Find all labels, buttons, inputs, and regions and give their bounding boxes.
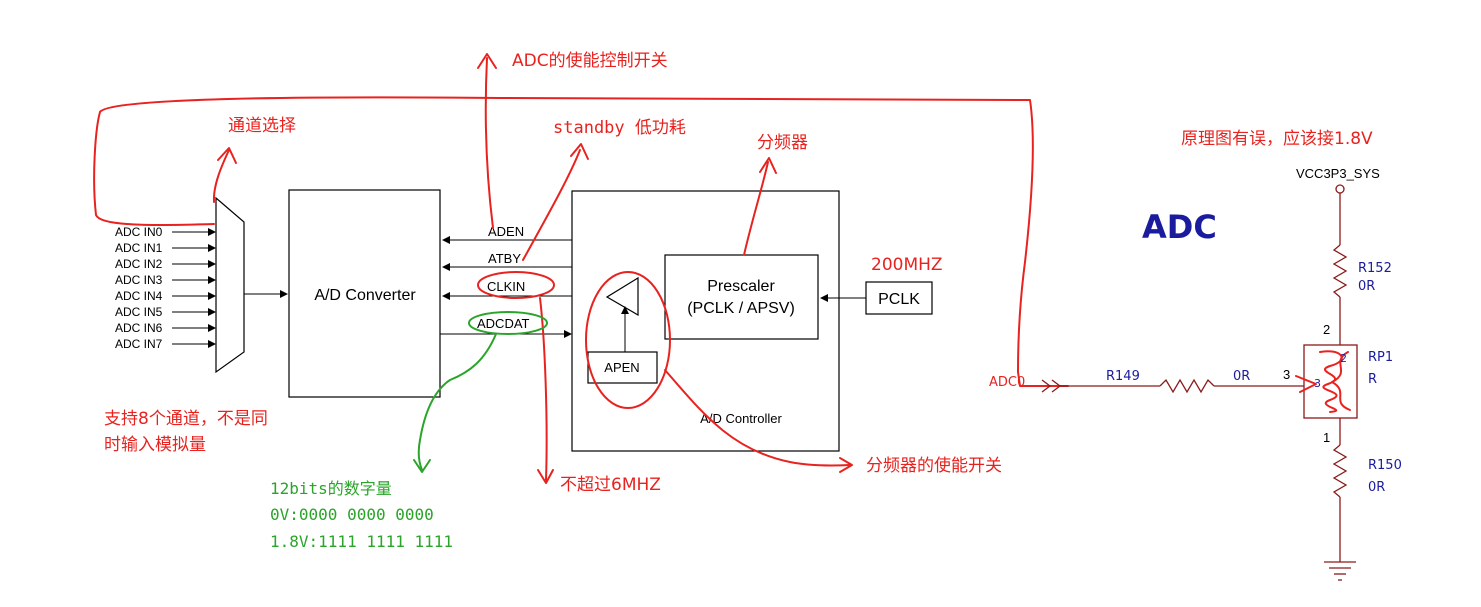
rp1-label: RP1 xyxy=(1368,350,1393,365)
r152-value: 0R xyxy=(1358,279,1375,294)
adc-input-list: ADC IN0 ADC IN1 ADC IN2 ADC IN3 ADC IN4 … xyxy=(115,225,216,351)
adc-input-label: ADC IN4 xyxy=(115,289,163,303)
prescaler-block xyxy=(664,254,819,340)
digital-output-title: 12bits的数字量 xyxy=(270,479,392,498)
r150-value: 0R xyxy=(1368,480,1385,495)
channels-note-line1: 支持8个通道，不是同 xyxy=(104,409,268,429)
multiplexer-shape xyxy=(215,196,245,374)
r150-label: R150 xyxy=(1368,458,1402,473)
prescaler-label: Prescaler xyxy=(707,278,775,295)
max-frequency-note: 不超过6MHZ xyxy=(560,475,661,495)
green-annotation-strokes xyxy=(413,311,548,473)
adc-input-label: ADC IN6 xyxy=(115,321,163,335)
pclk-block xyxy=(865,281,933,315)
r149-value: 0R xyxy=(1233,369,1250,384)
rp1-value: R xyxy=(1368,372,1377,387)
adcdat-signal-label: ADCDAT xyxy=(477,316,530,331)
r149-label: R149 xyxy=(1106,369,1140,384)
adc-input-label: ADC IN3 xyxy=(115,273,163,287)
adc0-net-label: ADC0 xyxy=(989,375,1025,390)
schematic-error-note: 原理图有误，应该接1.8V xyxy=(1181,129,1373,149)
prescaler-sublabel: (PCLK / APSV) xyxy=(687,300,795,317)
schematic-wires xyxy=(1041,184,1358,581)
ad-controller-label: A/D Controller xyxy=(700,411,782,426)
frequency-note: 200MHZ xyxy=(871,255,943,275)
schematic-title: ADC xyxy=(1142,208,1217,246)
aden-signal-label: ADEN xyxy=(488,224,524,239)
divider-enable-note: 分频器的使能开关 xyxy=(866,455,1002,476)
standby-note: standby 低功耗 xyxy=(553,118,686,138)
potentiometer-scribble xyxy=(1295,350,1351,413)
rp1-pin3-inner: 3 xyxy=(1314,377,1321,390)
ad-converter-label: A/D Converter xyxy=(314,287,416,304)
vcc-label: VCC3P3_SYS xyxy=(1296,166,1380,181)
adc-input-label: ADC IN1 xyxy=(115,241,163,255)
channels-note-line2: 时输入模拟量 xyxy=(104,435,206,455)
adc-enable-note: ADC的使能控制开关 xyxy=(512,50,668,71)
divider-note: 分频器 xyxy=(757,133,808,153)
r152-label: R152 xyxy=(1358,261,1392,276)
apen-block xyxy=(587,351,658,384)
ad-converter-block xyxy=(288,189,441,398)
digital-output-min: 0V:0000 0000 0000 xyxy=(270,505,434,524)
pin3-label: 3 xyxy=(1283,367,1290,382)
adc-input-label: ADC IN0 xyxy=(115,225,163,239)
adc-input-label: ADC IN5 xyxy=(115,305,163,319)
pclk-label: PCLK xyxy=(878,291,920,308)
pin1-label: 1 xyxy=(1323,430,1330,445)
channel-select-note: 通道选择 xyxy=(228,116,296,136)
pin2-label: 2 xyxy=(1323,322,1330,337)
red-annotation-strokes xyxy=(93,53,1069,484)
adc-input-label: ADC IN7 xyxy=(115,337,163,351)
rp1-pin2-inner: 2 xyxy=(1340,352,1347,365)
adc-input-label: ADC IN2 xyxy=(115,257,163,271)
apen-label: APEN xyxy=(604,360,639,375)
clkin-signal-label: CLKIN xyxy=(487,279,525,294)
digital-output-max: 1.8V:1111 1111 1111 xyxy=(270,532,453,551)
atby-signal-label: ATBY xyxy=(488,251,521,266)
